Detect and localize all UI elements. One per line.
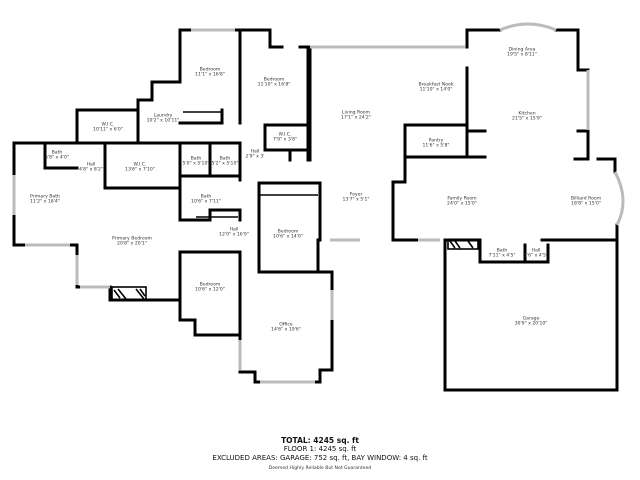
room-name: Foyer [349,192,363,198]
closet-details [183,111,318,218]
room-dimensions: 11'2" x 18'4" [30,200,60,205]
room-dimensions: 10'11" x 6'0" [93,128,123,133]
room-dimensions: 21'5" x 15'9" [512,117,542,122]
room-dimensions: 13'7" x 5'1" [342,198,370,203]
room-name: Bath [496,248,508,254]
room-name: W.I.C. [133,162,147,168]
disclaimer: Deemed Highly Reliable But Not Guarantee… [268,466,372,471]
room-dimensions: 18'8" x 15'0" [571,202,601,207]
floor-area: FLOOR 1: 4245 sq. ft [283,445,357,453]
room-name: Bedroom [199,67,221,73]
room-name: Bedroom [277,229,299,235]
room-name: Bedroom [199,282,221,288]
room-name: Primary Bedroom [112,236,152,242]
room-dimensions: 11'10" x 16'8" [257,83,291,88]
walls [12,28,619,392]
room-dimensions: 19'5" x 8'11" [507,53,537,58]
room-name: Bath [219,156,231,162]
room-name: Hall [250,149,260,155]
room-dimensions: 11'1" x 16'8" [195,73,225,78]
room-name: Hall [531,248,541,254]
room-dimensions: 30'9" x 20'10" [514,322,548,327]
room-dimensions: 11'10" x 14'0" [419,88,453,93]
room-name: W.I.C. [101,122,115,128]
room-name: Primary Bath [30,194,60,200]
room-name: Hall [86,162,96,168]
windows [12,22,625,384]
room-wic-3: W.I.C.13'6" x 7'10" [125,163,155,174]
room-name: Bath [200,194,212,200]
room-name: Hall [229,227,239,233]
excluded-areas: EXCLUDED AREAS: GARAGE: 752 sq. ft, BAY … [212,454,428,462]
room-name: Pantry [428,138,444,144]
room-name: Bath [51,150,63,156]
room-name: Garage [522,316,540,322]
room-dimensions: 5'2" x 5'10" [211,162,239,167]
room-name: Bedroom [263,77,285,83]
room-name: Dining Area [508,47,536,53]
room-dimensions: 17'1" x 24'2" [341,116,371,121]
room-dimensions: 7'11" x 4'5" [488,254,516,259]
room-dimensions: 12'0" x 16'9" [219,233,249,238]
room-dimensions: 2'9" x 3' [245,155,265,160]
room-name: Living Room [341,110,371,116]
total-area: TOTAL: 4245 sq. ft [281,436,359,445]
room-dimensions: 10'6" x 7'11" [191,200,221,205]
room-dimensions: 20'8" x 20'1" [117,242,147,247]
room-dimensions: 24'0" x 15'0" [447,202,477,207]
room-dimensions: 10'2" x 10'11" [146,119,180,124]
room-name: Breakfast Nook [418,82,454,88]
room-dimensions: 11'6" x 5'8" [422,144,450,149]
room-wic-2: W.I.C.7'9" x 3'8" [273,133,297,144]
room-name: Family Room [447,196,477,202]
room-dimensions: 5'8" x 4'0" [44,156,70,161]
room-dimensions: 10'6" x 12'0" [195,288,225,293]
room-dimensions: 10'6" x 14'0" [273,235,303,240]
room-dimensions: 4'8" x 8'2" [78,168,104,173]
room-name: Office [279,322,293,328]
room-name: Kitchen [518,111,536,117]
room-name: W.I.C. [278,132,292,138]
room-dimensions: 3'6" x 4'5" [523,254,549,259]
room-name: Laundry [153,113,173,119]
room-name: Bath [190,156,202,162]
fireplaces [111,239,479,301]
room-name: Billiard Room [570,196,602,202]
room-dimensions: 13'6" x 7'10" [125,168,155,173]
room-wic-1: W.I.C.10'11" x 6'0" [93,123,123,134]
room-dimensions: 7'9" x 3'8" [272,138,298,143]
room-dimensions: 14'6" x 19'6" [271,328,301,333]
room-dimensions: 5'0" x 5'10" [182,162,210,167]
